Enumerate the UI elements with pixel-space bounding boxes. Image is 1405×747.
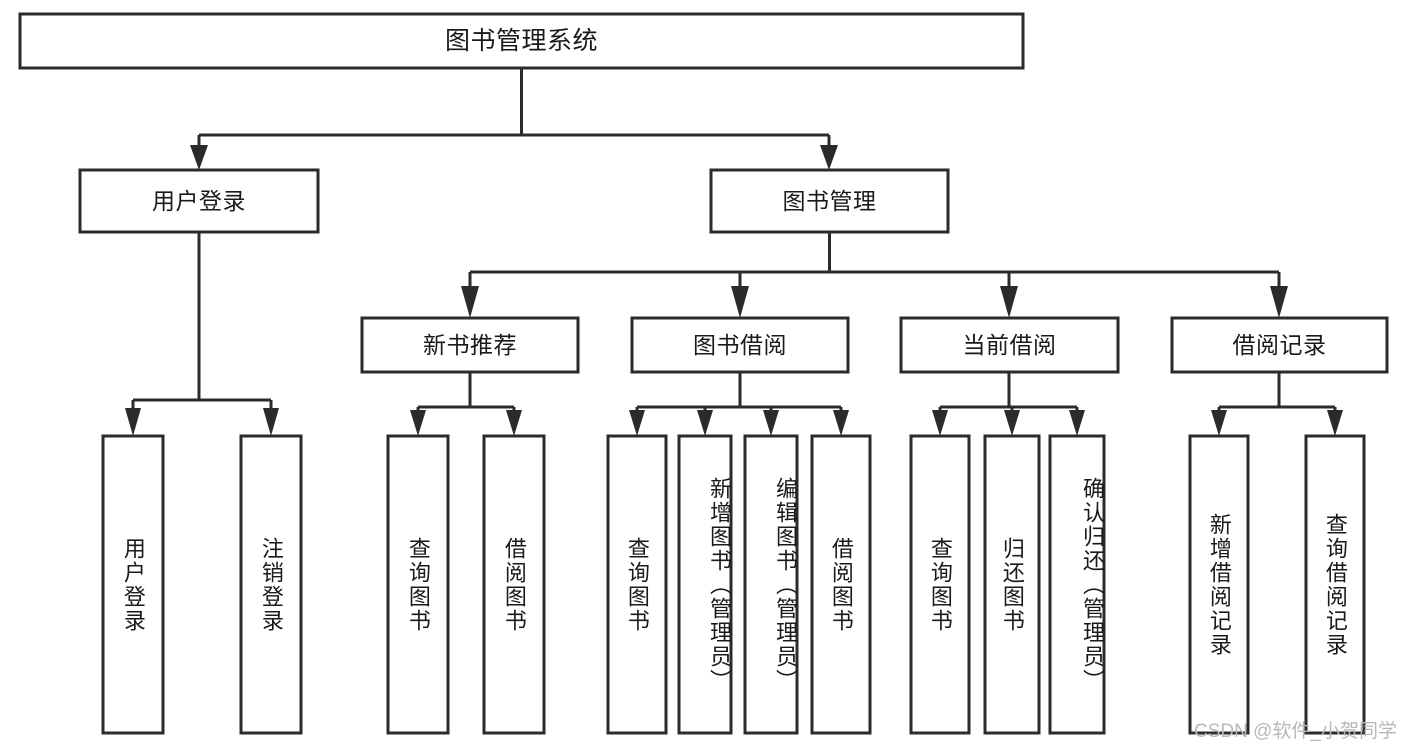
arrow-head-borrow-records: [1270, 286, 1288, 318]
arrow-head-current-borrow: [1000, 286, 1018, 318]
arrow-head-leaf-borrow-book: [833, 410, 849, 436]
node-box-current-borrow[interactable]: [899, 316, 1120, 374]
arrow-head-book-borrow: [731, 286, 749, 318]
node-box-book-management[interactable]: [709, 168, 950, 234]
node-box-leaf-query-book-current[interactable]: [909, 434, 971, 735]
arrow-head-user-login: [190, 145, 208, 170]
arrow-head-leaf-user-login: [125, 408, 141, 436]
csdn-watermark: CSDN @软件_小贺同学: [1194, 721, 1397, 742]
node-box-leaf-borrow-book-recommend[interactable]: [482, 434, 546, 735]
node-box-root[interactable]: [18, 12, 1025, 70]
node-box-borrow-records[interactable]: [1170, 316, 1389, 374]
node-box-leaf-confirm-return[interactable]: [1048, 434, 1106, 735]
arrow-head-leaf-return-book: [1004, 410, 1020, 436]
connector-group-book-management: [461, 232, 1288, 318]
node-box-leaf-user-logout[interactable]: [239, 434, 303, 735]
arrow-head-leaf-query-book-recommend: [410, 410, 426, 436]
connector-group-borrow-records: [1211, 372, 1343, 436]
arrow-head-leaf-confirm-return: [1069, 410, 1085, 436]
connector-group-user-login: [125, 232, 279, 436]
node-box-user-login[interactable]: [78, 168, 320, 234]
node-box-leaf-query-book-borrow[interactable]: [606, 434, 668, 735]
node-box-book-borrow[interactable]: [630, 316, 850, 374]
node-box-leaf-add-book[interactable]: [677, 434, 733, 735]
arrow-head-new-book-recommend: [461, 286, 479, 318]
node-box-leaf-edit-book[interactable]: [743, 434, 799, 735]
arrow-head-leaf-add-book: [697, 410, 713, 436]
node-box-leaf-borrow-book[interactable]: [810, 434, 872, 735]
arrow-head-leaf-query-borrow-record: [1327, 410, 1343, 436]
node-box-leaf-add-borrow-record[interactable]: [1188, 434, 1250, 735]
node-box-leaf-user-login[interactable]: [101, 434, 165, 735]
node-box-leaf-query-borrow-record[interactable]: [1304, 434, 1366, 735]
arrow-head-leaf-add-borrow-record: [1211, 410, 1227, 436]
node-box-leaf-return-book[interactable]: [983, 434, 1041, 735]
connector-group-current-borrow: [932, 372, 1085, 436]
arrow-head-leaf-query-book-borrow: [629, 410, 645, 436]
arrow-head-book-management: [820, 145, 838, 170]
connector-group-new-book-recommend: [410, 372, 522, 436]
connector-group-book-borrow: [629, 372, 849, 436]
connector-group-root: [190, 68, 838, 170]
arrow-head-leaf-borrow-book-recommend: [506, 410, 522, 436]
node-box-leaf-query-book-recommend[interactable]: [386, 434, 450, 735]
node-box-new-book-recommend[interactable]: [360, 316, 580, 374]
arrow-head-leaf-query-book-current: [932, 410, 948, 436]
arrow-head-leaf-user-logout: [263, 408, 279, 436]
arrow-head-leaf-edit-book: [763, 410, 779, 436]
